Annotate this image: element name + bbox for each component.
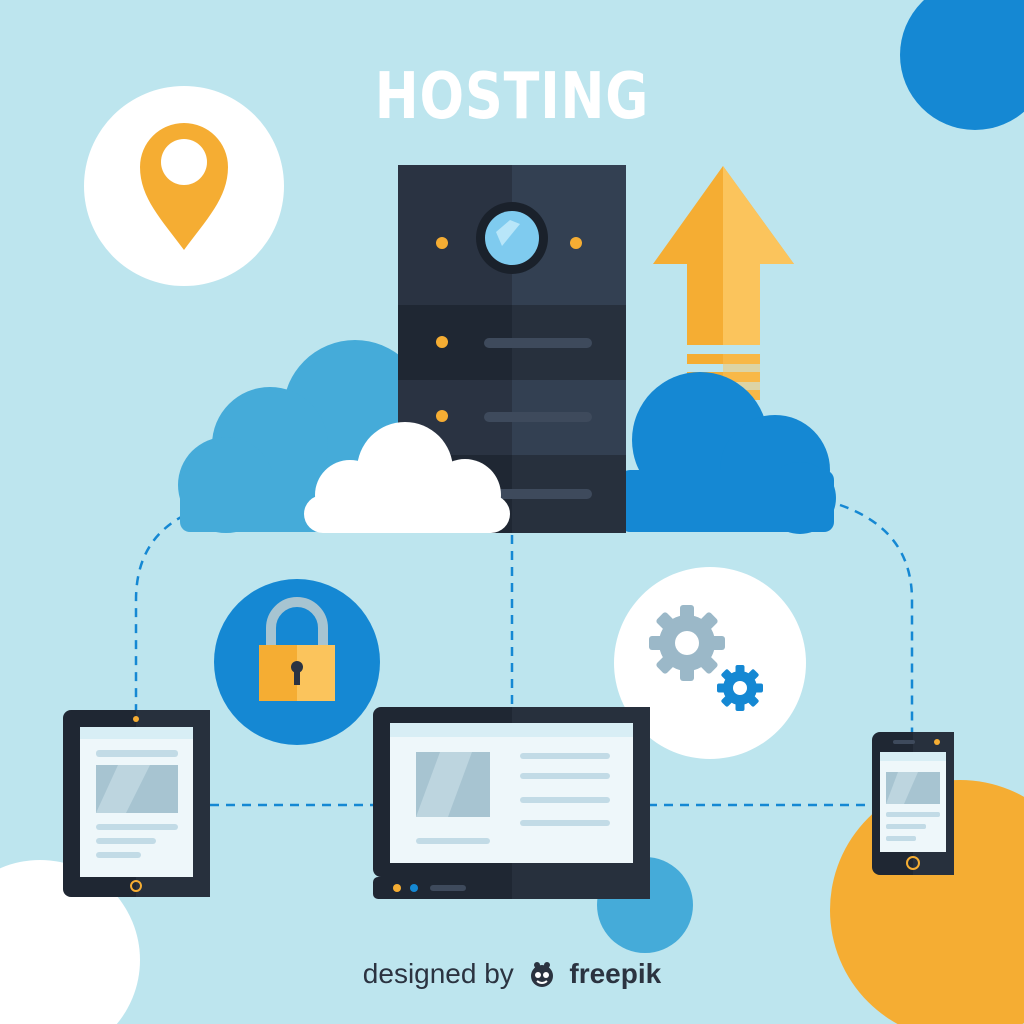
credit-brand: freepik bbox=[569, 958, 662, 989]
gear-icon bbox=[649, 605, 725, 681]
bg-circle-top-right bbox=[900, 0, 1024, 130]
camera-dot bbox=[133, 716, 139, 722]
status-light bbox=[410, 884, 418, 892]
credit-line: designed by freepik bbox=[0, 958, 1024, 990]
location-badge bbox=[84, 86, 284, 286]
drive-slot bbox=[484, 412, 592, 422]
cloud-right bbox=[620, 372, 836, 534]
power-light bbox=[393, 884, 401, 892]
laptop-device bbox=[373, 707, 650, 899]
page-title: HOSTING bbox=[374, 60, 650, 134]
bg-circle-bottom-left bbox=[0, 860, 140, 1024]
gear-icon bbox=[717, 665, 763, 711]
home-button bbox=[130, 880, 142, 892]
camera-dot bbox=[934, 739, 940, 745]
up-arrow-icon bbox=[653, 166, 794, 400]
server-lens bbox=[476, 202, 548, 274]
tablet-device bbox=[63, 710, 210, 897]
location-pin-icon bbox=[140, 123, 228, 250]
status-light bbox=[436, 336, 448, 348]
cloud-small-white bbox=[304, 422, 510, 533]
padlock-icon bbox=[259, 597, 335, 701]
smartphone-device bbox=[872, 732, 954, 875]
status-light bbox=[436, 410, 448, 422]
drive-slot bbox=[484, 338, 592, 348]
home-button bbox=[906, 856, 920, 870]
freepik-logo-icon bbox=[530, 962, 553, 987]
status-light bbox=[570, 237, 582, 249]
status-light bbox=[436, 237, 448, 249]
drive-slot bbox=[484, 489, 592, 499]
credit-prefix: designed by bbox=[362, 958, 514, 989]
security-badge bbox=[214, 579, 380, 745]
settings-badge bbox=[614, 567, 806, 759]
network-lines bbox=[134, 503, 914, 807]
